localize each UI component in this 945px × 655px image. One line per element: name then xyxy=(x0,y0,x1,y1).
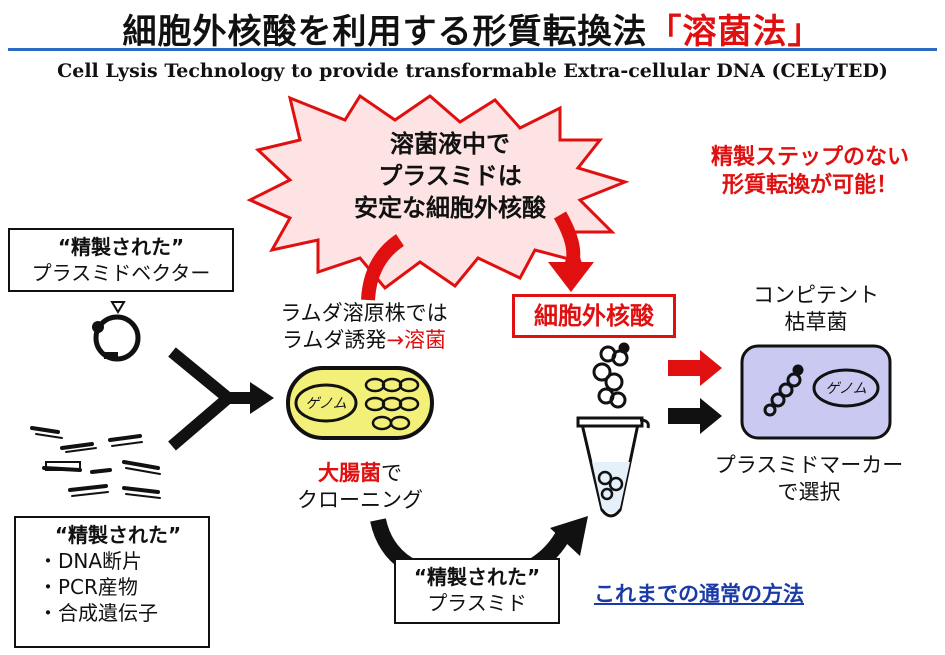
purified-fragments-box: “精製された” ・DNA断片 ・PCR産物 ・合成遺伝子 xyxy=(14,516,210,648)
ecoli-genome xyxy=(294,383,358,423)
competent-line-2: 枯草菌 xyxy=(784,310,848,334)
lambda-line-2: ラムダ誘発→溶菌 xyxy=(246,327,482,354)
burst-line-3: 安定な細胞外核酸 xyxy=(354,194,546,222)
purified-vector-label: “精製された” xyxy=(57,235,185,259)
marker-line-2: で選択 xyxy=(777,480,841,504)
red-arrow-to-competent-head xyxy=(700,350,722,386)
subtitle: Cell Lysis Technology to provide transfo… xyxy=(57,60,888,82)
ecoli-caption: 大腸菌で クローニング xyxy=(262,460,458,514)
competent-line-1: コンピテント xyxy=(753,283,879,307)
side-note-line-2: 形質転換が可能！ xyxy=(721,173,898,198)
purified-plasmid-line-1: “精製された” xyxy=(413,565,541,589)
extracellular-dna-icon xyxy=(592,342,630,409)
lambda-induction: ラムダ誘発 xyxy=(282,328,387,352)
burst-line-1: 溶菌液中で xyxy=(390,130,510,158)
red-arrow-head-extracellular xyxy=(548,262,594,292)
merge-arrow xyxy=(168,347,252,451)
lambda-text: ラムダ溶原株では ラムダ誘発→溶菌 xyxy=(246,300,482,354)
lambda-line-1: ラムダ溶原株では xyxy=(280,301,448,325)
microtube-icon xyxy=(576,416,650,518)
dna-fragments-icon xyxy=(30,426,161,499)
conventional-method-label: これまでの通常の方法 xyxy=(594,582,804,606)
fragment-item-dna: ・DNA断片 xyxy=(38,549,143,573)
ecoli-plasmids xyxy=(364,377,420,431)
side-note: 精製ステップのない 形質転換が可能！ xyxy=(690,144,930,200)
marker-line-1: プラスミドマーカー xyxy=(714,453,904,477)
title-rule xyxy=(8,48,937,51)
side-note-line-1: 精製ステップのない xyxy=(710,145,909,170)
ecoli-caption-line-2: クローニング xyxy=(297,488,423,512)
page-title: 細胞外核酸を利用する形質転換法「溶菌法」 xyxy=(0,4,945,53)
competent-plasmid-chain xyxy=(763,364,804,417)
competent-genome xyxy=(812,368,880,408)
title-highlight: 「溶菌法」 xyxy=(647,12,823,52)
fragment-item-synthetic: ・合成遺伝子 xyxy=(38,601,158,625)
red-arrow-from-lambda xyxy=(361,234,405,301)
red-arrow-to-competent-shaft xyxy=(668,360,702,376)
ecoli-caption-tail: で xyxy=(381,461,402,485)
merge-arrow-head xyxy=(250,382,274,414)
ecoli-genome-label: ゲノム xyxy=(305,396,347,412)
extracellular-dna-label: 細胞外核酸 xyxy=(512,294,676,338)
purified-plasmid-line-2: プラスミド xyxy=(427,591,527,615)
purified-plasmid-box: “精製された” プラスミド xyxy=(394,558,560,624)
plasmid-vector-label: プラスミドベクター xyxy=(31,261,211,285)
plasmid-vector-icon xyxy=(92,301,141,362)
competent-genome-label: ゲノム xyxy=(825,381,867,397)
title-main: 細胞外核酸を利用する形質転換法 xyxy=(122,12,648,52)
ecoli-caption-line-1: 大腸菌で xyxy=(262,460,458,487)
competent-label: コンピテント 枯草菌 xyxy=(730,282,902,336)
burst-line-2: プラスミドは xyxy=(378,162,522,190)
black-arrow-to-competent-shaft xyxy=(668,408,702,424)
conventional-route-arrow-head xyxy=(550,516,588,556)
lambda-lysis: →溶菌 xyxy=(386,328,446,352)
purified-fragments-heading: “精製された” xyxy=(54,523,182,547)
purified-plasmid-vector-box: “精製された” プラスミドベクター xyxy=(8,228,234,292)
ecoli-name: 大腸菌 xyxy=(318,461,381,485)
burst-text: 溶菌液中で プラスミドは 安定な細胞外核酸 xyxy=(330,128,570,224)
fragment-item-pcr: ・PCR産物 xyxy=(38,575,138,599)
marker-selection-text: プラスミドマーカー で選択 xyxy=(686,452,932,506)
black-arrow-to-competent-head xyxy=(700,398,722,434)
